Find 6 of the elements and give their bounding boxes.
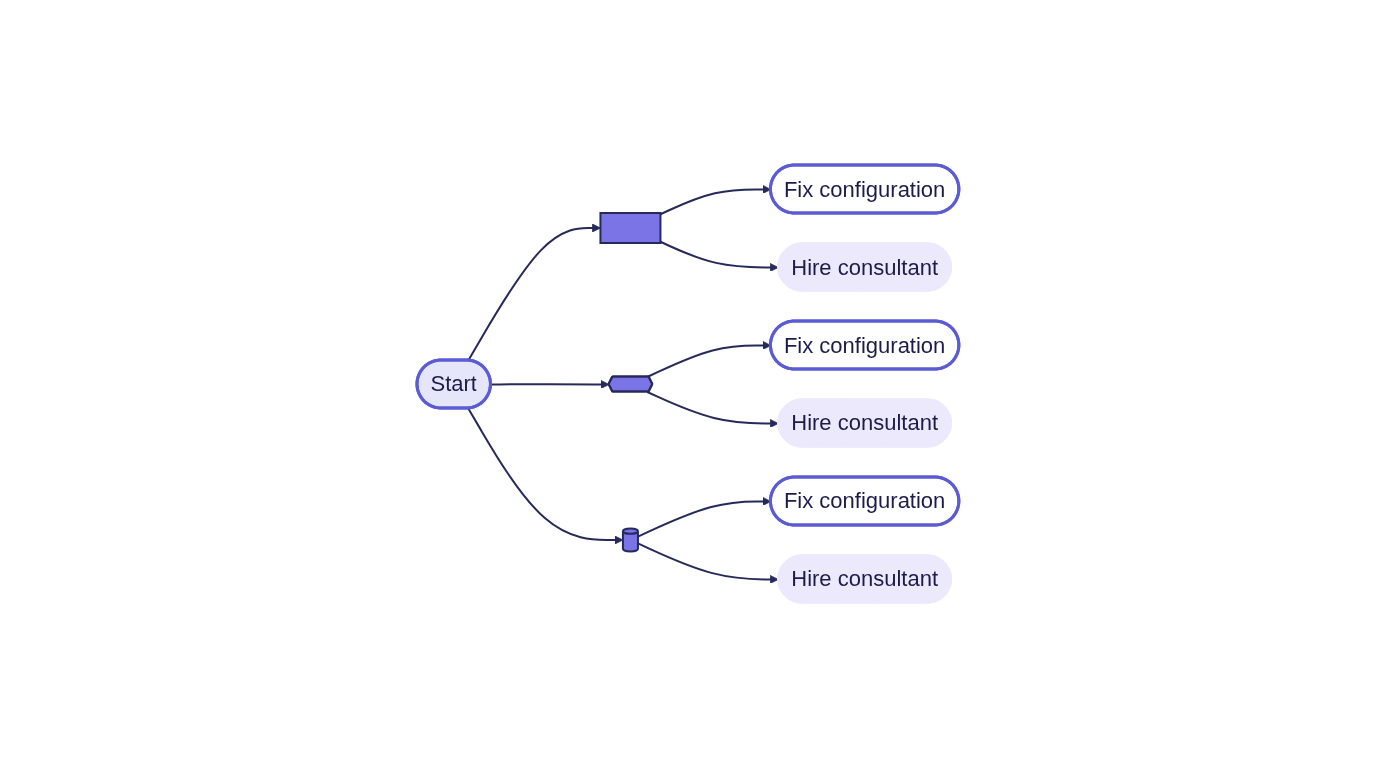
node-envelope xyxy=(599,212,662,244)
arrow xyxy=(637,542,779,584)
arrow xyxy=(467,407,624,545)
node-cylinder xyxy=(622,527,639,553)
arrow xyxy=(490,380,610,389)
arrow xyxy=(646,391,779,428)
